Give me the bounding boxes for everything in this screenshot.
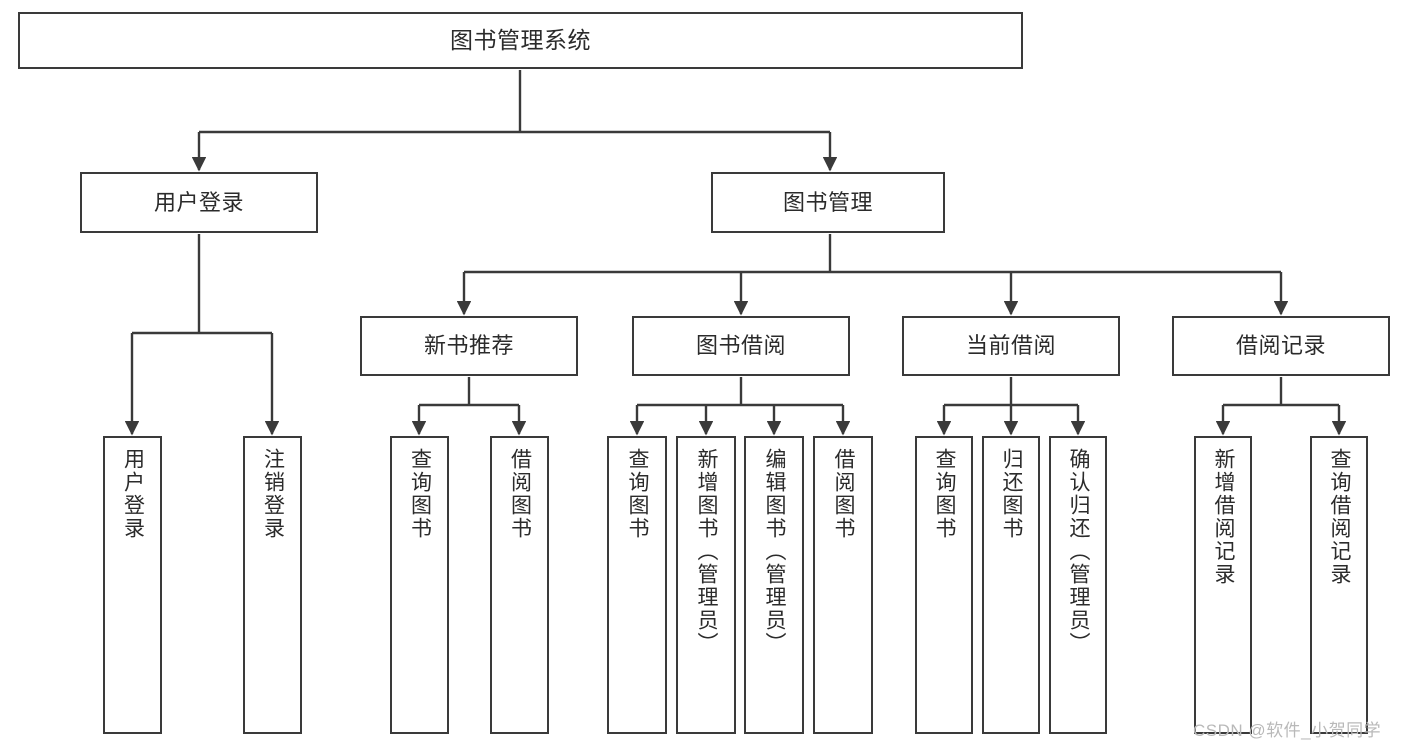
leaf-borrow-add-book-admin[interactable]: 新增图书（管理员） — [676, 436, 736, 734]
leaf-borrow-borrow-book[interactable]: 借阅图书 — [813, 436, 873, 734]
node-label: 查询图书 — [626, 448, 650, 540]
node-label: 借阅图书 — [832, 448, 856, 540]
node-label: 图书管理 — [782, 189, 873, 215]
node-label: 当前借阅 — [965, 333, 1056, 359]
node-borrow-record[interactable]: 借阅记录 — [1172, 316, 1390, 376]
node-book-management[interactable]: 图书管理 — [711, 172, 945, 233]
leaf-current-return-book[interactable]: 归还图书 — [982, 436, 1040, 734]
leaf-borrow-edit-book-admin[interactable]: 编辑图书（管理员） — [744, 436, 804, 734]
leaf-newbook-query-book[interactable]: 查询图书 — [390, 436, 449, 734]
node-label: 新增图书（管理员） — [695, 448, 719, 655]
node-label: 新增借阅记录 — [1212, 448, 1236, 586]
node-label: 注销登录 — [261, 448, 285, 540]
node-label: 确认归还（管理员） — [1067, 448, 1091, 655]
node-label: 用户登录 — [121, 448, 145, 540]
node-label: 新书推荐 — [423, 333, 514, 359]
node-current-borrow[interactable]: 当前借阅 — [902, 316, 1120, 376]
node-label: 用户登录 — [153, 189, 244, 215]
node-label: 借阅记录 — [1235, 333, 1326, 359]
csdn-watermark: CSDN @软件_小贺同学 — [1193, 721, 1382, 740]
node-label: 编辑图书（管理员） — [763, 448, 787, 655]
node-label: 查询借阅记录 — [1328, 448, 1352, 586]
node-label: 查询图书 — [408, 448, 432, 540]
node-label: 查询图书 — [933, 448, 957, 540]
node-user-login[interactable]: 用户登录 — [80, 172, 318, 233]
leaf-record-query-borrow-record[interactable]: 查询借阅记录 — [1310, 436, 1368, 734]
node-label: 图书管理系统 — [450, 26, 591, 53]
leaf-user-login[interactable]: 用户登录 — [103, 436, 162, 734]
node-root-book-management-system[interactable]: 图书管理系统 — [18, 12, 1023, 69]
node-label: 图书借阅 — [695, 333, 786, 359]
leaf-borrow-query-book[interactable]: 查询图书 — [607, 436, 667, 734]
leaf-record-add-borrow-record[interactable]: 新增借阅记录 — [1194, 436, 1252, 734]
node-new-book-recommend[interactable]: 新书推荐 — [360, 316, 578, 376]
leaf-current-confirm-return-admin[interactable]: 确认归还（管理员） — [1049, 436, 1107, 734]
node-label: 归还图书 — [1000, 448, 1024, 540]
node-label: 借阅图书 — [508, 448, 532, 540]
leaf-newbook-borrow-book[interactable]: 借阅图书 — [490, 436, 549, 734]
leaf-current-query-book[interactable]: 查询图书 — [915, 436, 973, 734]
leaf-logout[interactable]: 注销登录 — [243, 436, 302, 734]
node-book-borrow[interactable]: 图书借阅 — [632, 316, 850, 376]
